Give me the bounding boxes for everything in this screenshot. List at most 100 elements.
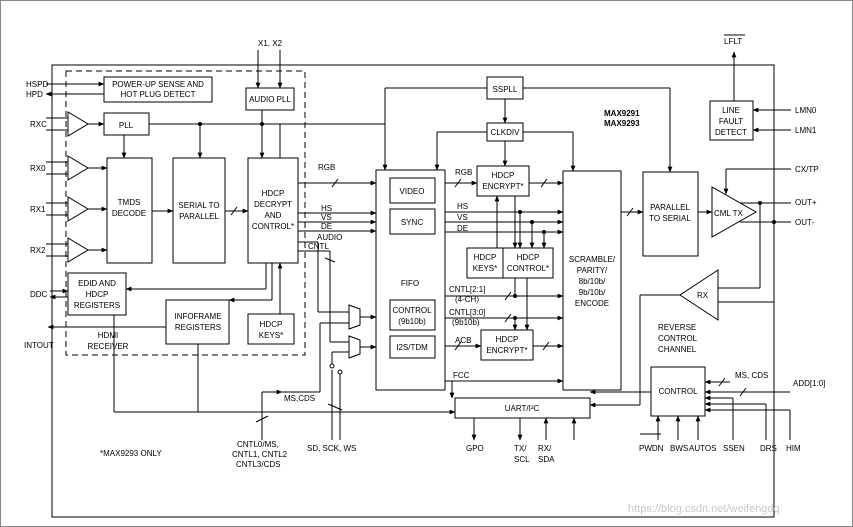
svg-text:DETECT: DETECT <box>715 128 747 137</box>
svg-text:AND: AND <box>265 211 282 220</box>
pin-lmn1: LMN1 <box>795 126 817 135</box>
svg-text:DECODE: DECODE <box>112 209 146 218</box>
pll-block: PLL <box>103 112 150 136</box>
hdcp-keys-left-block: HDCP KEYS* <box>247 313 295 345</box>
svg-text:CONTROL*: CONTROL* <box>252 222 294 231</box>
pin-rxc: RXC <box>30 120 47 129</box>
svg-text:RX: RX <box>697 291 709 300</box>
rx2-buffer <box>46 237 108 263</box>
signal-acb: ACB <box>455 336 471 345</box>
svg-text:PARITY/: PARITY/ <box>577 266 608 275</box>
svg-text:CONTROL*: CONTROL* <box>507 264 549 273</box>
pin-rx0: RX0 <box>30 164 46 173</box>
signal-cntl: CNTL <box>308 242 329 251</box>
signal-de2: DE <box>457 224 468 233</box>
svg-text:PARALLEL: PARALLEL <box>650 203 690 212</box>
pin-intout: INTOUT <box>24 341 54 350</box>
signal-9b10b: (9b10b) <box>452 318 480 327</box>
pin-ssen: SSEN <box>723 444 745 453</box>
signal-ms-cds-right: MS, CDS <box>735 371 768 380</box>
svg-text:DECRYPT: DECRYPT <box>254 200 292 209</box>
svg-text:EDID AND: EDID AND <box>78 279 116 288</box>
svg-text:CONTROL: CONTROL <box>658 387 698 396</box>
rx-block: RX <box>679 269 719 321</box>
audio-mux <box>348 335 361 359</box>
svg-text:PARALLEL: PARALLEL <box>179 212 219 221</box>
svg-text:ENCRYPT*: ENCRYPT* <box>486 346 527 355</box>
pin-cntl-group-3: CNTL3/CDS <box>236 460 280 469</box>
hdcp-keys-mid-block: HDCP KEYS* <box>466 247 504 279</box>
pin-gpo: GPO <box>466 444 484 453</box>
pin-hspd: HSPD <box>26 80 48 89</box>
pin-rx2: RX2 <box>30 246 46 255</box>
pin-sd-sck-ws: SD, SCK, WS <box>307 444 356 453</box>
cml-tx-block: CML TX <box>711 186 758 238</box>
audio-pll-block: AUDIO PLL <box>245 87 295 111</box>
svg-text:POWER-UP SENSE AND: POWER-UP SENSE AND <box>112 80 204 89</box>
svg-text:SCRAMBLE/: SCRAMBLE/ <box>569 255 616 264</box>
pin-autos: AUTOS <box>689 444 716 453</box>
svg-text:HDCP: HDCP <box>496 335 519 344</box>
svg-text:CML TX: CML TX <box>714 209 744 218</box>
sspll-block: SSPLL <box>486 76 524 100</box>
svg-text:FIFO: FIFO <box>401 279 419 288</box>
pin-bws: BWS <box>670 444 688 453</box>
reverse-channel-3: CHANNEL <box>658 345 697 354</box>
pin-scl: SCL <box>514 455 530 464</box>
pin-lmn0: LMN0 <box>795 106 817 115</box>
pin-lflt: LFLT <box>724 37 742 46</box>
chip-name-1: MAX9291 <box>604 109 640 118</box>
svg-text:SERIAL TO: SERIAL TO <box>178 201 219 210</box>
rx0-buffer <box>46 155 108 181</box>
reverse-channel-2: CONTROL <box>658 334 698 343</box>
signal-rgb-left: RGB <box>318 163 335 172</box>
svg-text:REGISTERS: REGISTERS <box>74 301 120 310</box>
pin-ddc: DDC <box>30 290 48 299</box>
signal-hs2: HS <box>457 202 468 211</box>
rx1-buffer <box>46 196 108 222</box>
svg-text:TO SERIAL: TO SERIAL <box>649 214 691 223</box>
tmds-decode-block: TMDS DECODE <box>106 157 153 264</box>
powerup-block: POWER-UP SENSE AND HOT PLUG DETECT <box>103 76 213 103</box>
pin-rx: RX/ <box>538 444 552 453</box>
svg-text:SSPLL: SSPLL <box>493 85 518 94</box>
hdmi-receiver-label-2: RECEIVER <box>88 342 129 351</box>
control-fifo-block: CONTROL (9b10b) <box>389 299 436 331</box>
control-right-block: CONTROL <box>650 366 706 417</box>
signal-ms-cds-left: MS,CDS <box>284 394 315 403</box>
signal-4ch: (4-CH) <box>455 295 479 304</box>
infoframe-block: INFOFRAME REGISTERS <box>165 299 230 345</box>
hdmi-receiver-label-1: HDMI <box>98 331 118 340</box>
watermark: https://blog.csdn.net/weifengdq <box>628 503 780 515</box>
svg-text:HDCP: HDCP <box>86 290 109 299</box>
hdcp-control-mid-block: HDCP CONTROL* <box>502 247 554 279</box>
svg-text:VIDEO: VIDEO <box>400 187 425 196</box>
parallel-to-serial-block: PARALLEL TO SERIAL <box>642 171 699 257</box>
signal-fcc: FCC <box>453 371 470 380</box>
cntl-mux <box>348 304 361 330</box>
svg-text:HDCP: HDCP <box>492 171 515 180</box>
svg-text:I2S/TDM: I2S/TDM <box>396 343 428 352</box>
svg-text:FAULT: FAULT <box>719 117 743 126</box>
i2s-tdm-block: I2S/TDM <box>389 335 436 359</box>
svg-text:INFOFRAME: INFOFRAME <box>174 312 221 321</box>
footnote: *MAX9293 ONLY <box>100 449 162 458</box>
svg-text:AUDIO PLL: AUDIO PLL <box>249 95 291 104</box>
signal-cntl21: CNTL[2:1] <box>449 285 485 294</box>
signal-x1x2: X1, X2 <box>258 39 283 48</box>
signal-rgb-right: RGB <box>455 168 472 177</box>
pin-out-n: OUT- <box>795 218 814 227</box>
pin-drs: DRS <box>760 444 777 453</box>
video-block: VIDEO <box>389 177 436 204</box>
svg-text:KEYS*: KEYS* <box>259 331 283 340</box>
signal-cntl30: CNTL[3:0] <box>449 308 485 317</box>
signal-vs: VS <box>321 213 332 222</box>
svg-text:HDCP: HDCP <box>262 189 285 198</box>
uart-block: UART/I²C <box>454 397 591 419</box>
hdcp-encrypt-bottom-block: HDCP ENCRYPT* <box>480 329 534 361</box>
svg-text:HDCP: HDCP <box>260 320 283 329</box>
hdcp-decrypt-block: HDCP DECRYPT AND CONTROL* <box>247 157 299 264</box>
pin-cx-tp: CX/TP <box>795 165 819 174</box>
svg-text:SYNC: SYNC <box>401 218 423 227</box>
